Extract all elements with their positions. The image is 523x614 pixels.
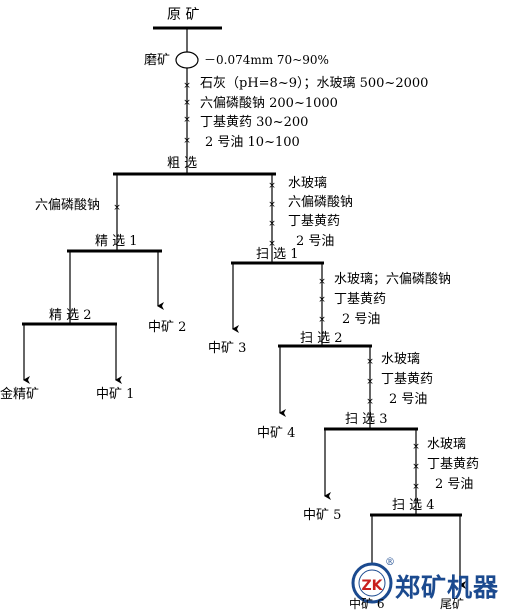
- rougher-label: 粗 选: [167, 156, 198, 171]
- scav3-label: 扫 选 3: [345, 412, 388, 427]
- svg-text:×: ×: [366, 377, 374, 387]
- scav2-reagent-3: 2 号油: [342, 312, 381, 327]
- scav1-reagent-2: 六偏磷酸钠: [288, 195, 354, 210]
- svg-text:×: ×: [366, 357, 374, 367]
- scav1-reagent-3: 丁基黄药: [288, 214, 341, 229]
- rougher-reagent-2: 六偏磷酸钠 200~1000: [200, 96, 338, 111]
- gold-concentrate-label: 金精矿: [0, 387, 40, 402]
- brand-name: 郑矿机器: [395, 573, 500, 602]
- scav4-reagent-1: 水玻璃: [427, 437, 467, 452]
- svg-text:×: ×: [183, 136, 191, 146]
- reagent-add-marks: × × × ×: [183, 81, 191, 146]
- scav4-label: 扫 选 4: [392, 498, 435, 513]
- svg-text:×: ×: [412, 462, 420, 472]
- scav2-reagent-1: 水玻璃；六偏磷酸钠: [334, 272, 452, 287]
- svg-text:×: ×: [268, 200, 276, 210]
- rougher-reagent-3: 丁基黄药 30~200: [200, 115, 309, 130]
- middling1-label: 中矿 1: [96, 387, 135, 402]
- svg-text:×: ×: [318, 315, 326, 325]
- cleaner1-label: 精 选 1: [95, 234, 138, 249]
- svg-text:×: ×: [318, 295, 326, 305]
- scav2-label: 扫 选 2: [300, 331, 343, 346]
- rougher-reagent-4: 2 号油 10~100: [205, 135, 300, 150]
- svg-text:×: ×: [412, 482, 420, 492]
- scav4-reagent-3: 2 号油: [435, 477, 474, 492]
- zk-logo-icon: ZK: [351, 562, 393, 604]
- middling2-label: 中矿 2: [148, 320, 187, 335]
- svg-text:×: ×: [318, 277, 326, 287]
- scav1-label: 扫 选 1: [256, 247, 299, 262]
- middling4-label: 中矿 4: [257, 426, 296, 441]
- scav3-reagent-1: 水玻璃: [381, 352, 421, 367]
- tailings-label: 尾矿: [440, 597, 465, 611]
- middling6-label: 中矿 6: [349, 597, 385, 611]
- scav4-reagent-2: 丁基黄药: [427, 457, 480, 472]
- middling3-label: 中矿 3: [208, 341, 247, 356]
- svg-text:×: ×: [268, 239, 276, 249]
- svg-text:×: ×: [183, 81, 191, 91]
- svg-text:×: ×: [113, 203, 121, 213]
- scav1-reagent-4: 2 号油: [296, 234, 335, 249]
- grinding-mill: [175, 51, 199, 69]
- registered-mark: ®: [385, 557, 395, 568]
- svg-text:×: ×: [268, 219, 276, 229]
- scav3-reagent-3: 2 号油: [389, 392, 428, 407]
- svg-text:×: ×: [366, 397, 374, 407]
- cleaner2-label: 精 选 2: [49, 308, 92, 323]
- middling5-label: 中矿 5: [303, 508, 342, 523]
- scav2-reagent-2: 丁基黄药: [334, 292, 387, 307]
- scav3-reagent-2: 丁基黄药: [381, 372, 434, 387]
- scav1-reagent-1: 水玻璃: [288, 176, 328, 191]
- cleaner1-reagent: 六偏磷酸钠: [35, 198, 101, 213]
- svg-text:ZK: ZK: [362, 578, 384, 594]
- svg-text:×: ×: [183, 98, 191, 108]
- svg-text:×: ×: [412, 442, 420, 452]
- raw-ore-label: 原 矿: [167, 7, 200, 23]
- grinding-label: 磨矿: [144, 53, 171, 68]
- svg-text:×: ×: [268, 181, 276, 191]
- grind-spec-label: －0.074mm 70~90%: [204, 53, 329, 67]
- rougher-reagent-1: 石灰（pH=8~9）；水玻璃 500~2000: [200, 76, 429, 91]
- svg-text:×: ×: [183, 115, 191, 125]
